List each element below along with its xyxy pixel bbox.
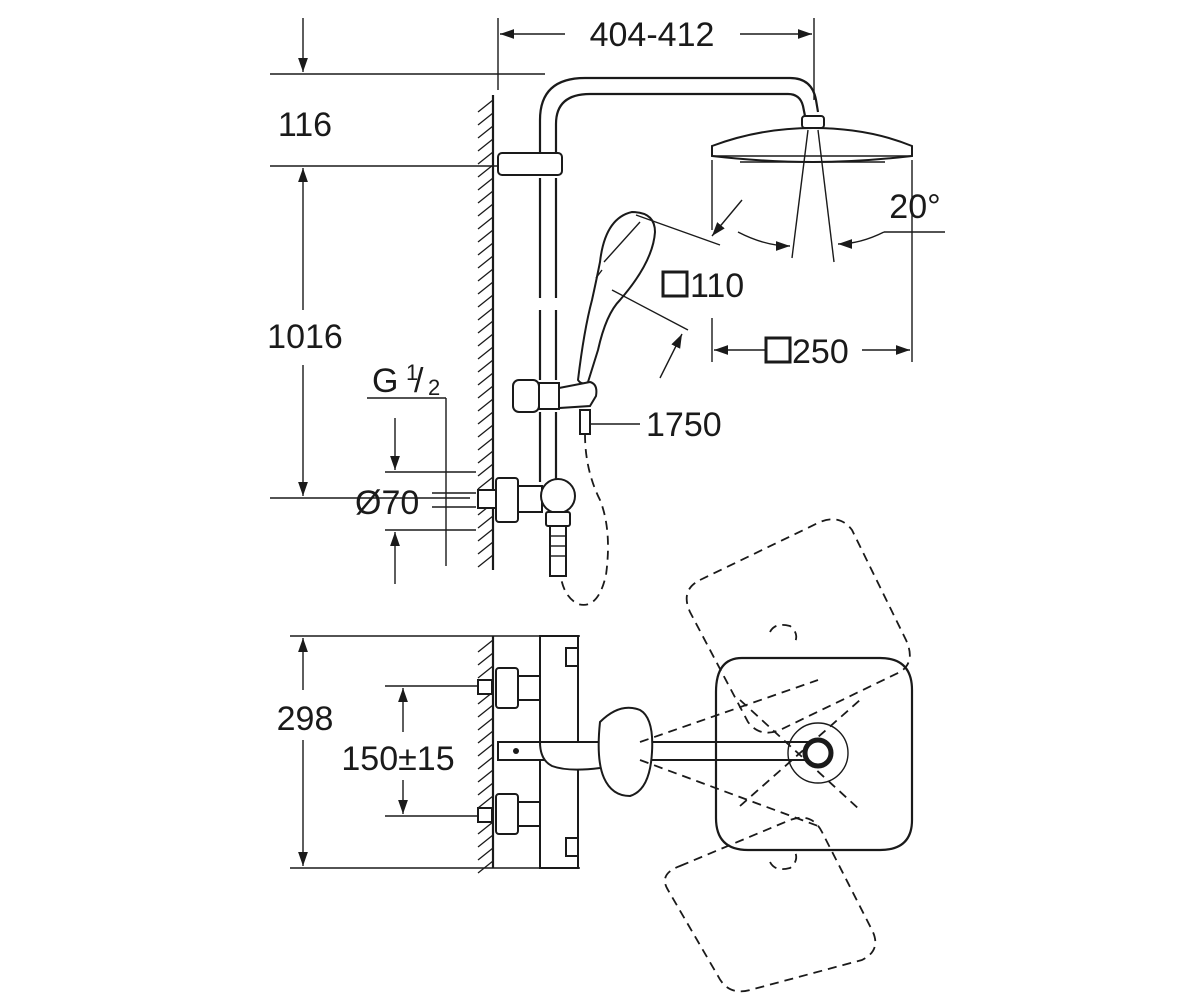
mixer-valve (477, 477, 576, 577)
wall-hatch-line (477, 554, 494, 568)
inlet-spacing-label: 150±15 (341, 740, 454, 778)
wall-hatch-line (477, 307, 494, 321)
head-size-label: 250 (792, 333, 849, 371)
wall-plan (477, 636, 495, 874)
wall-hatch-line (477, 320, 494, 334)
head-shower (711, 115, 913, 164)
wall-hatch-line (477, 333, 494, 347)
thread-label: G (372, 362, 398, 400)
rotation-positions (639, 518, 911, 993)
wall-hatch-line (477, 294, 494, 308)
svg-text:/: / (414, 362, 424, 400)
spray-angle-indicator: 20° (737, 129, 945, 263)
plan-depth-label: 298 (277, 700, 334, 738)
slider-holder (512, 379, 598, 435)
wall-hatch-line (477, 450, 494, 464)
wall-hatch-line (477, 216, 494, 230)
wall-hatch-line (477, 385, 494, 399)
hose-length-dimension: 1750 (590, 406, 722, 444)
plan-depth-dimension: 298 (277, 635, 580, 869)
wall-hatch-line (477, 229, 494, 243)
wall-hatch-line (477, 782, 494, 796)
wall-hatch-line (477, 398, 494, 412)
top-offset-dimension: 116 (270, 18, 545, 167)
riser-rail (538, 76, 820, 482)
wall-hatch-line (477, 138, 494, 152)
wall-hatch-line (477, 652, 494, 666)
wall-hatch-line (477, 112, 494, 126)
square-icon (661, 270, 689, 298)
wall-hatch-line (477, 528, 494, 542)
inlet-spacing-dimension: 150±15 (341, 685, 480, 817)
wall-hatch-line (477, 242, 494, 256)
head-shower-plan (714, 656, 914, 852)
wall-hatch-line (477, 164, 494, 178)
arm-reach-label: 404-412 (590, 16, 715, 54)
wall-hatch-line (477, 99, 494, 113)
wall-hatch-line (477, 463, 494, 477)
wall-hatch-line (477, 268, 494, 282)
arm-reach-dimension: 404-412 (497, 16, 815, 100)
side-elevation: 404-412 116 1016 (267, 16, 945, 606)
diameter-dimension: Ø70 (355, 418, 476, 584)
wall-hatch-line (477, 847, 494, 861)
hose (559, 433, 609, 606)
head-size-dimension: 250 (711, 160, 913, 371)
thread-fraction-num: 1 (406, 360, 418, 385)
wall-hatch-line (477, 665, 494, 679)
rail-height-label: 1016 (267, 318, 343, 356)
wall-hatch-line (477, 411, 494, 425)
wall-hatch-line (477, 730, 494, 744)
wall-hatch-line (477, 359, 494, 373)
wall-hatch-line (477, 190, 494, 204)
wall-hatch-line (477, 743, 494, 757)
wall-hatch-line (477, 821, 494, 835)
upper-wall-bracket (497, 152, 563, 176)
wall-hatch-line (477, 834, 494, 848)
wall-hatch-line (477, 151, 494, 165)
wall-hatch-line (477, 177, 494, 191)
wall-hatch-line (477, 541, 494, 555)
thread-dimension: G 1 / 2 (367, 360, 447, 566)
square-icon (764, 336, 792, 364)
wall-hatch-line (477, 476, 494, 490)
wall-hatch-line (477, 769, 494, 783)
wall-hatch-line (477, 795, 494, 809)
wall-hatch-line (477, 717, 494, 731)
thread-fraction-den: 2 (428, 375, 440, 400)
tilt-angle-label: 20° (889, 188, 940, 226)
diameter-label: Ø70 (355, 484, 419, 522)
hose-length-label: 1750 (646, 406, 722, 444)
hand-size-label: 110 (690, 267, 744, 305)
top-offset-label: 116 (278, 106, 332, 144)
wall-hatch-line (477, 860, 494, 874)
wall-hatch-line (477, 372, 494, 386)
hand-shower-plan (597, 706, 654, 798)
hand-shower: 110 (576, 199, 744, 385)
wall-hatch-line (477, 639, 494, 653)
wall-hatch-line (477, 255, 494, 269)
plan-view: 298 150±15 (277, 518, 914, 993)
wall-hatch-line (477, 424, 494, 438)
wall-hatch-line (477, 281, 494, 295)
wall-hatch-line (477, 515, 494, 529)
wall-hatch-line (477, 203, 494, 217)
wall-hatch-line (477, 437, 494, 451)
wall-hatch-line (477, 125, 494, 139)
wall-hatch-line (477, 704, 494, 718)
rail-height-dimension: 1016 (267, 168, 470, 499)
wall-hatch-line (477, 346, 494, 360)
wall-hatch-line (477, 756, 494, 770)
